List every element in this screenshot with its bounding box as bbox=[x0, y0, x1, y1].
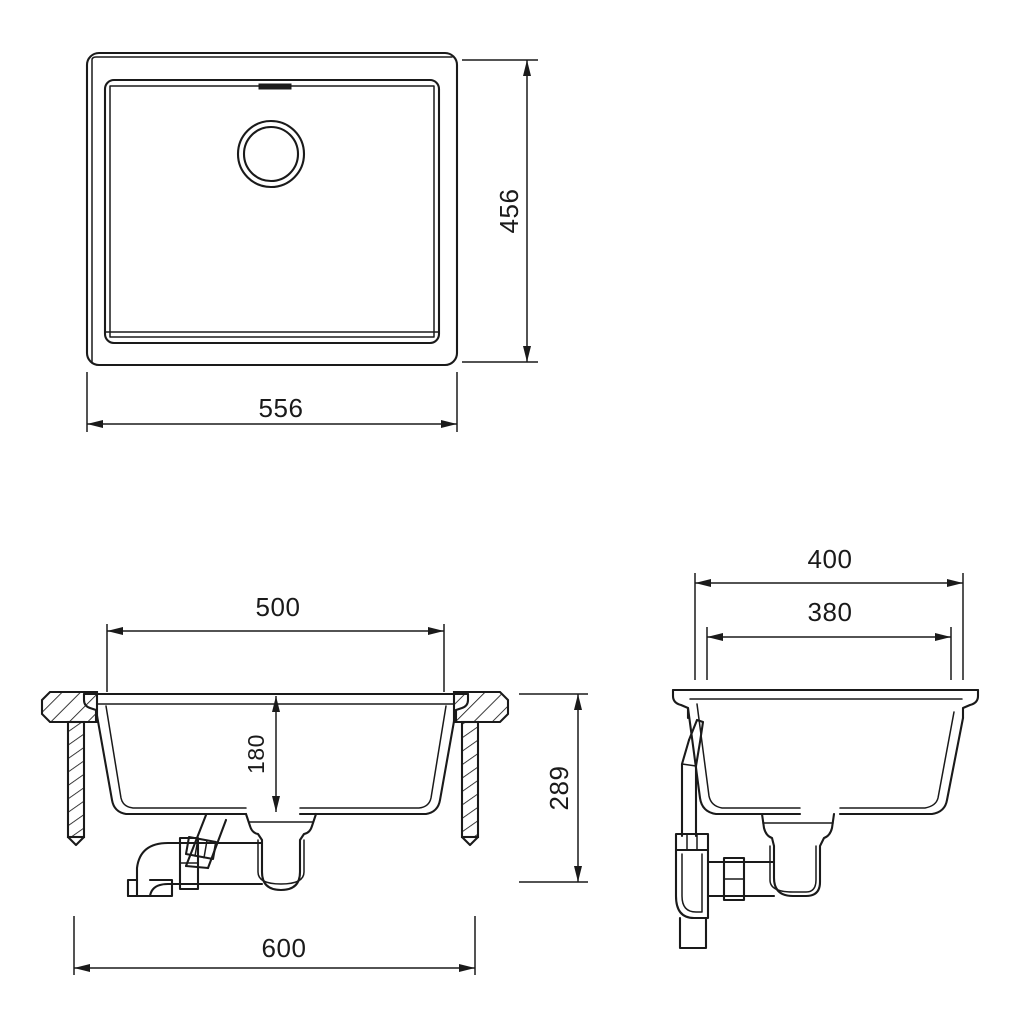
overflow-pipe-outer bbox=[680, 738, 691, 838]
dim-label-400: 400 bbox=[808, 544, 853, 574]
bowl-inner-wall-left-side bbox=[696, 703, 801, 809]
side-view: 400 380 bbox=[671, 544, 980, 950]
bowl-inner-wall-right-side bbox=[839, 711, 955, 809]
dim-outer-depth-side: 400 bbox=[694, 544, 964, 680]
bracket-bolt-tip bbox=[460, 835, 480, 847]
dim-total-height-front: 289 bbox=[519, 693, 588, 883]
arrow-head-top bbox=[574, 694, 582, 710]
strainer-outer-side bbox=[760, 812, 836, 898]
bowl-right-rim-return-side bbox=[961, 688, 980, 720]
dim-label-600: 600 bbox=[262, 933, 307, 963]
trap-horizontal-connector bbox=[706, 860, 776, 898]
dim-width-overall-top: 556 bbox=[86, 372, 458, 432]
drain-circle-outer bbox=[236, 119, 306, 189]
arrow-head-right bbox=[428, 627, 444, 635]
arrow-head-right bbox=[441, 420, 457, 428]
left-mounting-bracket bbox=[40, 690, 99, 847]
bowl-outer-wall-left-side bbox=[686, 706, 802, 816]
bowl-inner-wall-right bbox=[299, 705, 447, 809]
p-trap-assembly bbox=[126, 813, 264, 898]
right-mounting-bracket bbox=[452, 690, 510, 847]
trap-nut-collar bbox=[674, 832, 710, 852]
trap-diagonal-branch bbox=[184, 813, 228, 870]
inner-bowl-inner-edge bbox=[109, 85, 435, 338]
arrow-head-right bbox=[947, 579, 963, 587]
bowl-outer-wall-left bbox=[94, 708, 248, 816]
bracket-bolt bbox=[460, 720, 480, 839]
bowl-inner-wall-left bbox=[105, 705, 247, 809]
dim-label-380: 380 bbox=[808, 597, 853, 627]
bowl-right-rim-return bbox=[454, 692, 470, 724]
strainer-outer bbox=[244, 812, 318, 892]
arrow-head-right bbox=[459, 964, 475, 972]
bowl-left-rim-return bbox=[82, 692, 98, 724]
outlet-elbow-inner bbox=[148, 882, 170, 898]
arrow-head-bottom bbox=[523, 346, 531, 362]
arrow-head-bottom bbox=[574, 866, 582, 882]
arrow-head-left bbox=[74, 964, 90, 972]
nut-body bbox=[674, 832, 710, 852]
inner-bowl bbox=[103, 78, 441, 345]
arrow-head-bottom bbox=[272, 796, 280, 812]
outlet-pipe-nut bbox=[178, 836, 200, 891]
dim-cabinet-width-front: 600 bbox=[73, 916, 476, 975]
overflow-pipe-joint bbox=[681, 763, 697, 767]
overflow-tab bbox=[258, 83, 292, 90]
outlet-elbow-outer bbox=[135, 841, 170, 898]
dim-depth-overall-top: 456 bbox=[462, 59, 538, 363]
dim-label-456: 456 bbox=[494, 189, 524, 234]
strainer-inner bbox=[257, 839, 305, 885]
dim-bowl-width-front: 500 bbox=[106, 592, 445, 692]
outlet-spigot-end bbox=[126, 878, 139, 898]
strainer-inner-side bbox=[769, 845, 817, 893]
trap-assembly-side bbox=[674, 832, 776, 950]
bowl-outer-wall-right-side bbox=[838, 716, 965, 816]
dim-bowl-depth-front: 180 bbox=[243, 696, 280, 812]
trap-connector-nut bbox=[722, 856, 746, 902]
trap-bowl-inner bbox=[681, 853, 703, 913]
waste-strainer bbox=[244, 812, 318, 892]
dim-label-289: 289 bbox=[544, 766, 574, 811]
front-view: 500 bbox=[40, 592, 588, 975]
arrow-head-left bbox=[107, 627, 123, 635]
trap-tail bbox=[678, 916, 708, 950]
bracket-bolt-tip bbox=[66, 835, 86, 847]
outlet-pipe-body bbox=[166, 841, 264, 886]
drain-circle-inner bbox=[242, 125, 300, 183]
outer-rim bbox=[85, 51, 459, 367]
overflow-pipe bbox=[680, 718, 705, 838]
bowl-left-rim-return-side bbox=[671, 688, 690, 720]
dim-label-180: 180 bbox=[243, 734, 269, 774]
arrow-head-left bbox=[87, 420, 103, 428]
arrow-head-right bbox=[935, 633, 951, 641]
dim-label-556: 556 bbox=[259, 393, 304, 423]
dim-bowl-depth-side: 380 bbox=[706, 597, 952, 680]
outlet-spigot bbox=[126, 878, 174, 898]
dim-label-500: 500 bbox=[256, 592, 301, 622]
top-view: 456 556 bbox=[85, 51, 538, 432]
arrow-head-left bbox=[695, 579, 711, 587]
arrow-head-top bbox=[523, 60, 531, 76]
trap-bowl-outer bbox=[674, 848, 710, 920]
overflow-pipe-top-fitting bbox=[687, 718, 705, 744]
outer-rim-inner-edge bbox=[91, 56, 453, 364]
arrow-head-top bbox=[272, 696, 280, 712]
arrow-head-left bbox=[707, 633, 723, 641]
bowl-outer-wall-right bbox=[298, 708, 458, 816]
waste-strainer-side bbox=[760, 812, 836, 898]
bracket-bolt bbox=[66, 720, 86, 839]
